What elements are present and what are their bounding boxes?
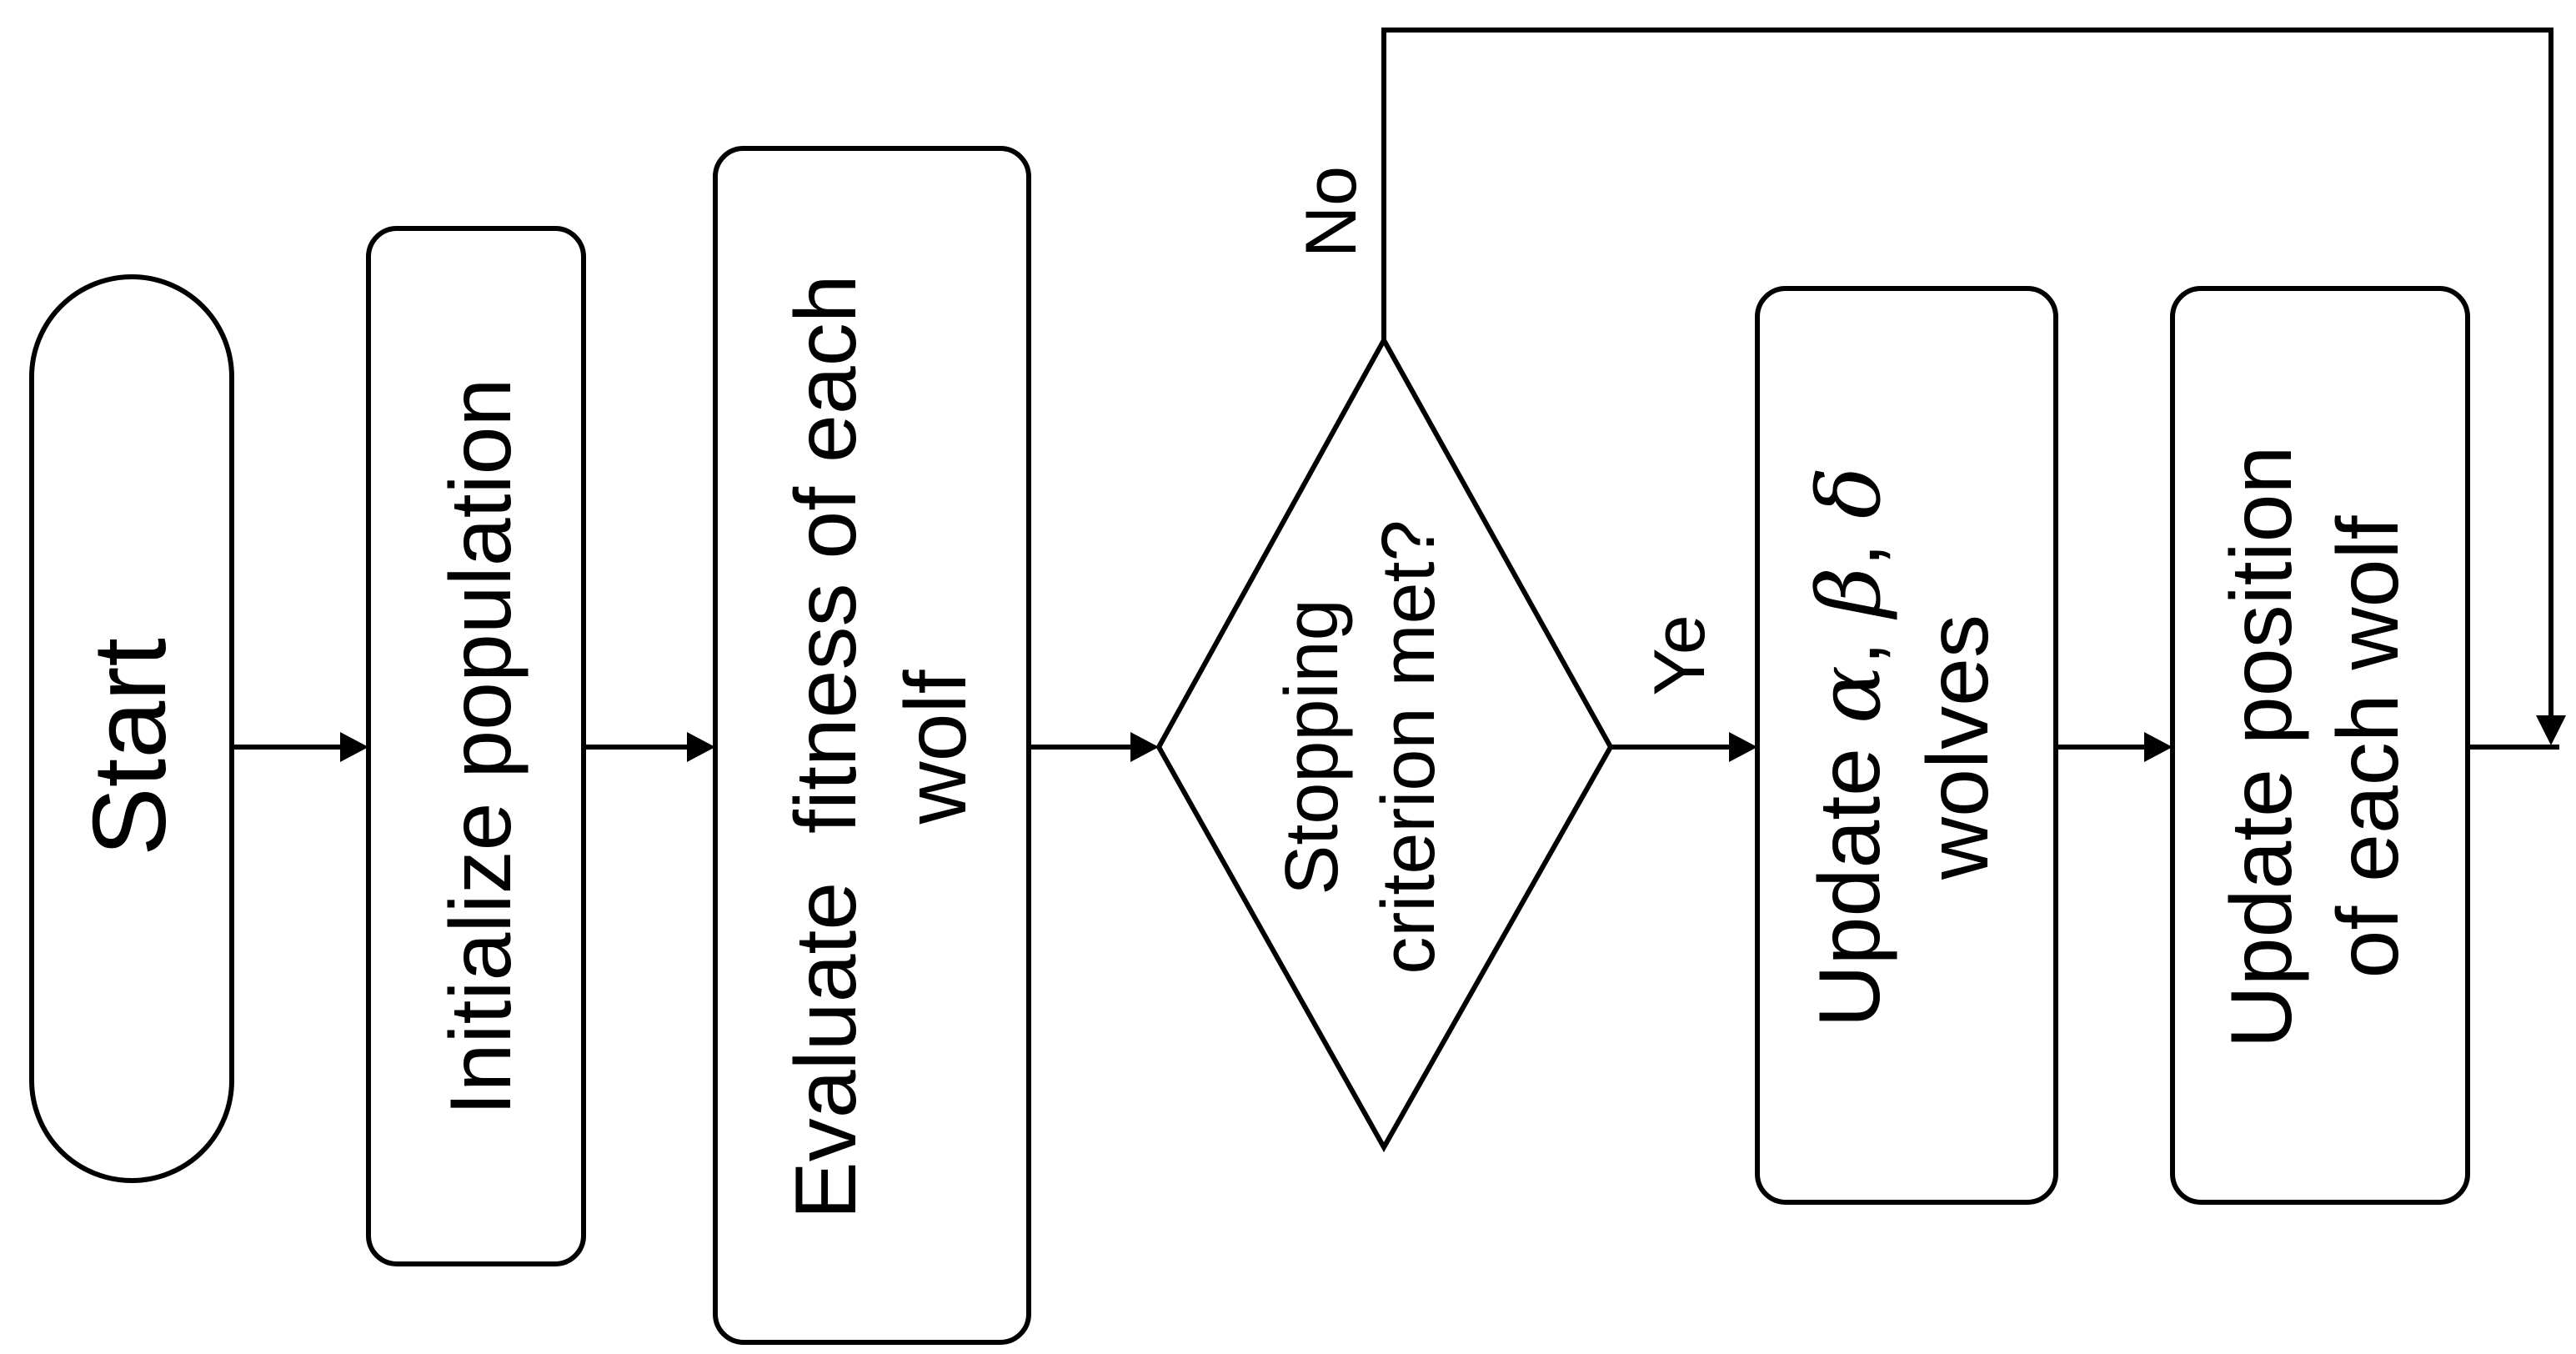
edge-decision-no-loop (1381, 28, 2553, 717)
evaluate-fitness-label-line1: Evaluate fitness of each (778, 274, 875, 1219)
arrowhead-decision-yes (1729, 732, 1757, 762)
yes-edge-label: Ye (1640, 614, 1720, 695)
separator-2: , (1802, 519, 1898, 567)
stopping-criterion-diamond (1155, 334, 1614, 1153)
start-label: Start (73, 638, 188, 856)
stopping-criterion-label-line1: Stopping (1270, 599, 1354, 895)
arrowhead-start-to-init (340, 732, 368, 762)
stopping-criterion-label-line2: criterion met? (1367, 519, 1451, 974)
separator-1: , (1802, 617, 1898, 665)
arrowhead-leaders-to-position (2144, 732, 2173, 762)
evaluate-fitness-label-line2: wolf (888, 669, 985, 825)
update-leaders-label-line2: wolves (1910, 614, 2007, 880)
arrowhead-evaluate-to-decision (1130, 732, 1159, 762)
update-leaders-label-line1: Update α, β, δ (1798, 467, 1900, 1028)
start-terminal (29, 274, 234, 1183)
alpha-symbol: α (1798, 665, 1900, 724)
arrowhead-init-to-evaluate (687, 732, 715, 762)
no-edge-label: No (1291, 166, 1371, 258)
beta-symbol: β (1798, 567, 1900, 620)
update-position-label-line1: Update position (2213, 446, 2310, 1049)
arrowhead-no-loop (2536, 715, 2566, 745)
update-leaders-prefix: Update (1802, 724, 1898, 1027)
delta-symbol: δ (1798, 467, 1900, 519)
update-position-label-line2: of each wolf (2320, 514, 2417, 978)
initialize-population-label: Initialize population (433, 379, 529, 1116)
